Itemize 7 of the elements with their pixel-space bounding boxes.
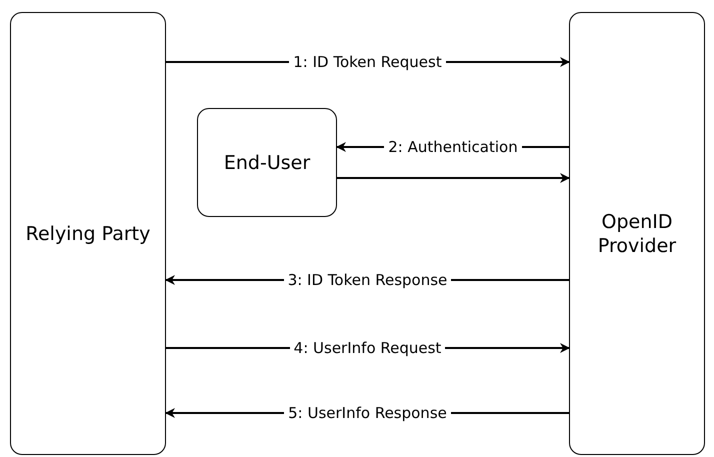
- node-label: End-User: [222, 150, 312, 174]
- node-label: OpenID Provider: [596, 210, 678, 258]
- participant-box: [569, 12, 705, 455]
- participant-box: [10, 12, 166, 455]
- node-label: Relying Party: [24, 222, 152, 246]
- arrow: [337, 173, 570, 183]
- participant-box: [197, 108, 337, 217]
